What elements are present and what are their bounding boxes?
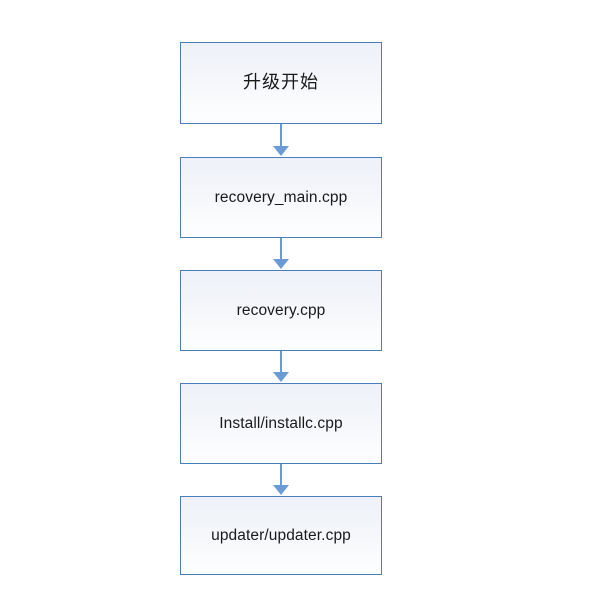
arrowhead-down-icon bbox=[273, 485, 289, 495]
flow-connector-arrow-down bbox=[269, 351, 293, 383]
flow-connector-arrow-down bbox=[269, 124, 293, 157]
flow-node-label: Install/installc.cpp bbox=[219, 414, 343, 432]
flow-node-upgrade-start[interactable]: 升级开始 bbox=[180, 42, 382, 124]
connector-line bbox=[280, 238, 282, 260]
flow-node-label: recovery.cpp bbox=[236, 301, 326, 319]
connector-line bbox=[280, 124, 282, 147]
flow-connector-arrow-down bbox=[269, 238, 293, 270]
connector-line bbox=[280, 351, 282, 373]
flow-node-label: 升级开始 bbox=[243, 71, 319, 93]
arrowhead-down-icon bbox=[273, 372, 289, 382]
flow-connector-arrow-down bbox=[269, 464, 293, 496]
flow-node-recovery-cpp[interactable]: recovery.cpp bbox=[180, 270, 382, 351]
connector-line bbox=[280, 464, 282, 486]
flow-node-label: recovery_main.cpp bbox=[214, 188, 348, 206]
flow-node-updater-updater-cpp[interactable]: updater/updater.cpp bbox=[180, 496, 382, 575]
arrowhead-down-icon bbox=[273, 259, 289, 269]
arrowhead-down-icon bbox=[273, 146, 289, 156]
flow-node-recovery-main-cpp[interactable]: recovery_main.cpp bbox=[180, 157, 382, 238]
flow-node-install-installc-cpp[interactable]: Install/installc.cpp bbox=[180, 383, 382, 464]
flow-node-label: updater/updater.cpp bbox=[211, 526, 351, 544]
